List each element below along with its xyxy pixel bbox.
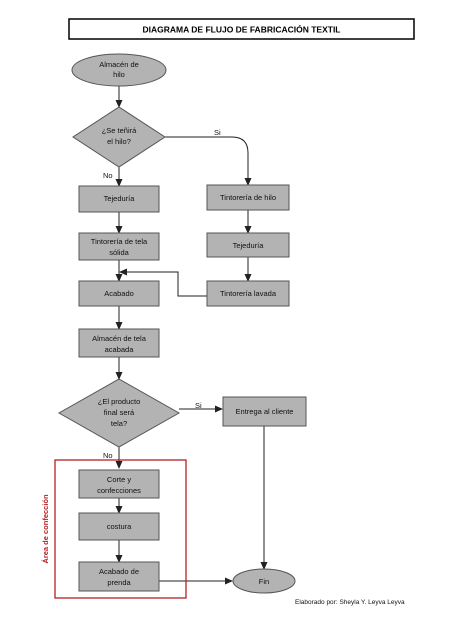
node-label: Almacén de bbox=[99, 60, 139, 69]
node-label: Tintorería de hilo bbox=[220, 193, 276, 202]
node-acabado: Acabado bbox=[78, 280, 160, 307]
node-label: el hilo? bbox=[107, 137, 131, 146]
diagram-title: DIAGRAMA DE FLUJO DE FABRICACIÓN TEXTIL bbox=[142, 24, 340, 35]
node-label: Acabado bbox=[104, 289, 134, 298]
node-label: ¿Se teñirá bbox=[102, 126, 137, 135]
node-label: acabada bbox=[105, 345, 135, 354]
node-label: Tejeduría bbox=[233, 241, 265, 250]
node-label: Tejeduría bbox=[104, 194, 136, 203]
node-entrega-cliente: Entrega al cliente bbox=[222, 396, 307, 427]
node-label: Fin bbox=[259, 577, 269, 586]
node-label: Acabado de bbox=[99, 567, 139, 576]
connectors bbox=[115, 86, 268, 585]
node-label: Almacén de tela bbox=[92, 334, 147, 343]
node-costura: costura bbox=[78, 512, 160, 541]
node-acabado-prenda: Acabado de prenda bbox=[78, 561, 160, 592]
node-almacen-hilo: Almacén de hilo bbox=[71, 53, 167, 87]
node-almacen-tela-acabada: Almacén de tela acabada bbox=[78, 328, 160, 358]
node-label: ¿El producto bbox=[98, 397, 141, 406]
node-label: prenda bbox=[107, 578, 131, 587]
node-label: sólida bbox=[109, 248, 129, 257]
node-label: tela? bbox=[111, 419, 127, 428]
node-tintoreria-hilo: Tintorería de hilo bbox=[206, 184, 290, 211]
edge-label-no-1: No bbox=[103, 171, 113, 180]
arrow-decision-si-to-tintoreria-hilo bbox=[165, 136, 252, 186]
node-tintoreria-tela-solida: Tintorería de tela sólida bbox=[78, 232, 160, 261]
decision-producto-final: ¿El producto final será tela? bbox=[57, 378, 181, 448]
node-label: costura bbox=[107, 522, 132, 531]
node-label: confecciones bbox=[97, 486, 141, 495]
node-label: Tintorería de tela bbox=[91, 237, 148, 246]
node-tejeduria-left: Tejeduría bbox=[78, 185, 160, 213]
node-corte-confecciones: Corte y confecciones bbox=[78, 469, 160, 499]
node-label: Corte y bbox=[107, 475, 131, 484]
area-confeccion-frame bbox=[54, 459, 187, 599]
node-tejeduria-right: Tejeduría bbox=[206, 232, 290, 258]
node-tintoreria-lavada: Tintorería lavada bbox=[206, 280, 290, 307]
title-box bbox=[68, 18, 415, 40]
edge-label-no-2: No bbox=[103, 451, 113, 460]
node-label: hilo bbox=[113, 70, 125, 79]
edge-label-si-2: Si bbox=[195, 401, 202, 410]
decision-tenira-hilo: ¿Se teñirá el hilo? bbox=[72, 106, 166, 168]
node-fin: Fin bbox=[232, 568, 296, 594]
node-label: final será bbox=[104, 408, 135, 417]
arrow-tintoreria-lavada-to-acabado bbox=[119, 268, 207, 297]
edge-label-si-1: Si bbox=[214, 128, 221, 137]
area-confeccion-label: Área de confección bbox=[41, 494, 50, 564]
node-label: Tintorería lavada bbox=[220, 289, 277, 298]
node-label: Entrega al cliente bbox=[236, 407, 294, 416]
credit-text: Elaborado por: Sheyla Y. Leyva Leyva bbox=[295, 599, 405, 606]
